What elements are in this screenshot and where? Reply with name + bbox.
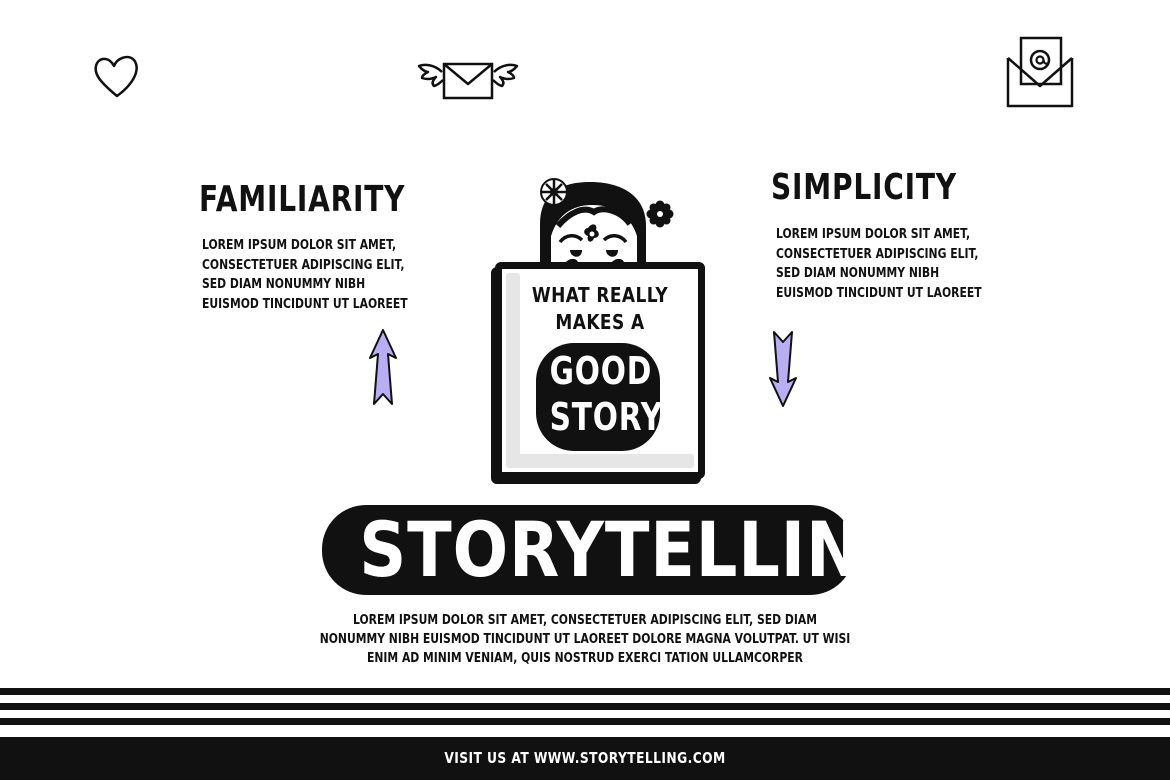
- email-at-icon: [1004, 34, 1076, 110]
- simplicity-line: LOREM IPSUM DOLOR SIT AMET,: [776, 226, 971, 242]
- description-line: NONUMMY NIBH EUISMOD TINCIDUNT UT LAOREE…: [319, 631, 851, 647]
- footer-bar: VISIT US AT WWW.STORYTELLING.COM: [0, 737, 1170, 780]
- familiarity-heading: FAMILIARITY: [199, 179, 406, 220]
- storytelling-title-text: STORYTELLING: [359, 505, 917, 594]
- winged-envelope-icon: [416, 58, 520, 102]
- stripe-divider: [0, 718, 1170, 725]
- heart-icon: [92, 52, 142, 100]
- familiarity-line: SED DIAM NONUMMY NIBH: [202, 276, 366, 292]
- simplicity-heading: SIMPLICITY: [771, 167, 957, 208]
- footer-link[interactable]: VISIT US AT WWW.STORYTELLING.COM: [444, 749, 726, 767]
- badge-line-story: STORY: [549, 395, 663, 439]
- description-text: LOREM IPSUM DOLOR SIT AMET, CONSECTETUER…: [117, 611, 1053, 668]
- arrow-up-icon: [366, 328, 400, 410]
- stripe-divider: [0, 703, 1170, 710]
- familiarity-text: LOREM IPSUM DOLOR SIT AMET, CONSECTETUER…: [202, 236, 408, 314]
- stripe-divider: [0, 688, 1170, 695]
- badge-line-good: GOOD: [549, 349, 653, 393]
- simplicity-text: LOREM IPSUM DOLOR SIT AMET, CONSECTETUER…: [776, 225, 982, 303]
- arrow-down-icon: [766, 326, 800, 408]
- description-line: ENIM AD MINIM VENIAM, QUIS NOSTRUD EXERC…: [367, 650, 803, 666]
- description-line: LOREM IPSUM DOLOR SIT AMET, CONSECTETUER…: [352, 612, 818, 628]
- simplicity-line: CONSECTETUER ADIPISCING ELIT,: [776, 245, 979, 262]
- girl-illustration: [530, 176, 680, 272]
- good-story-badge: GOOD STORY: [536, 343, 663, 451]
- familiarity-line: CONSECTETUER ADIPISCING ELIT,: [202, 256, 405, 273]
- familiarity-line: LOREM IPSUM DOLOR SIT AMET,: [202, 237, 397, 253]
- poster-line-what-really: WHAT REALLY: [531, 283, 669, 307]
- simplicity-line: SED DIAM NONUMMY NIBH: [776, 265, 940, 281]
- simplicity-line: EUISMOD TINCIDUNT UT LAOREET: [776, 284, 982, 301]
- familiarity-line: EUISMOD TINCIDUNT UT LAOREET: [202, 295, 408, 312]
- poster-card: WHAT REALLY MAKES A GOOD STORY: [495, 262, 705, 479]
- poster-line-makes-a: MAKES A: [555, 310, 645, 334]
- storytelling-title: STORYTELLING: [322, 505, 917, 595]
